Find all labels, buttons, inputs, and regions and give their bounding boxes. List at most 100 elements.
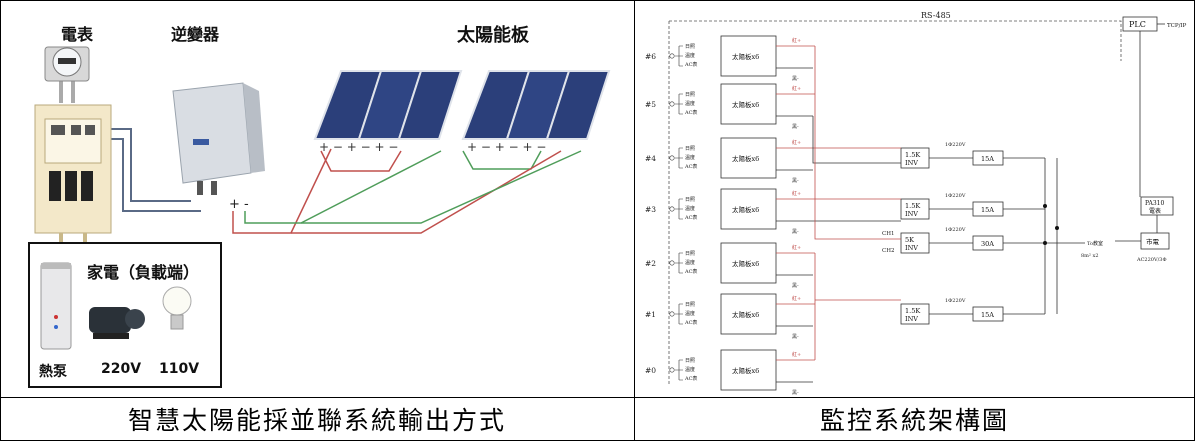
to-classroom-label: To教室 [1087, 240, 1103, 247]
solar-array-left: + − + − + − [313, 70, 463, 154]
positive-label: 紅+ [792, 139, 801, 146]
sensor-label: 溫度 [685, 52, 695, 59]
junction-dot [1055, 226, 1059, 230]
negative-label: 黑- [792, 283, 799, 289]
negative-label: 黑- [792, 76, 799, 82]
sensor-node [669, 311, 675, 317]
sensor-label: AC表 [684, 375, 697, 382]
sensor-bracket [675, 147, 683, 169]
voltage-110-label: 110V [159, 361, 200, 377]
sensor-bracket [675, 303, 683, 325]
solar-panel-box [720, 242, 777, 284]
rs485-bus [668, 20, 1122, 385]
solar-panel-box [720, 293, 777, 335]
solar-array-right: + − + − + − [461, 70, 611, 154]
left-caption: 智慧太陽能採並聯系統輸出方式 [127, 406, 506, 435]
sensor-node [669, 53, 675, 59]
inverter-rating: 1.5K [905, 202, 920, 210]
solar-panel-box [720, 188, 777, 230]
inverter-voltage: 1Φ220V [945, 142, 966, 148]
sensor-bracket [675, 93, 683, 115]
dc-feed-red [815, 147, 901, 301]
bus-red [814, 46, 901, 360]
breaker-rating: 15A [981, 155, 994, 163]
dc-wires [232, 148, 582, 234]
junction-dot [1043, 241, 1047, 245]
illustration-svg: + - + − + − + − + − + − + − [28, 46, 611, 388]
negative-label: 黑- [792, 229, 799, 235]
pa310-sub-label: 電表 [1149, 207, 1161, 215]
tcpip-label: TCP/IP [1167, 23, 1187, 29]
inverter-voltage: 1Φ220V [945, 298, 966, 304]
sensor-bracket [675, 45, 683, 67]
row-id: #3 [645, 205, 656, 214]
sensor-label: 日照 [685, 44, 695, 50]
positive-label: 紅+ [792, 190, 801, 197]
right-caption: 監控系統架構圖 [819, 406, 1009, 435]
solar-panel-label: 太陽板x6 [732, 366, 759, 375]
sensor-label: 溫度 [685, 100, 695, 107]
sensor-label: 日照 [685, 358, 695, 364]
positive-label: 紅+ [792, 244, 801, 251]
sensor-label: AC表 [684, 61, 697, 68]
caption-divider [0, 397, 1195, 398]
voltage-220-label: 220V [101, 361, 142, 377]
sensor-label: 溫度 [685, 259, 695, 266]
positive-label: 紅+ [792, 295, 801, 302]
sensor-node [669, 155, 675, 161]
solar-panel-label: 太陽板x6 [732, 154, 759, 163]
positive-label: 紅+ [792, 37, 801, 44]
row-id: #6 [645, 52, 656, 61]
inverter-rating: 1.5K [905, 151, 920, 159]
sensor-node [669, 260, 675, 266]
inverter-type: INV [905, 315, 918, 323]
sensor-bracket [675, 198, 683, 220]
sensor-node [669, 367, 675, 373]
plc-label: PLC [1129, 20, 1146, 29]
sensor-label: 日照 [685, 251, 695, 257]
breaker-rating: 15A [981, 311, 994, 319]
ch1-label: CH1 [882, 231, 895, 237]
meter-icon [44, 46, 90, 103]
solar-panel-label: 太陽板x6 [732, 310, 759, 319]
row-id: #0 [645, 366, 656, 375]
sensor-label: 溫度 [685, 310, 695, 317]
ch2-label: CH2 [882, 248, 895, 254]
ac-collection [1044, 158, 1085, 314]
sensor-label: 溫度 [685, 154, 695, 161]
inverter-type: INV [905, 159, 918, 167]
solar-system-illustration: + - + − + − + − + − + − + − [1, 1, 634, 397]
svg-text:+ -: + - [229, 197, 249, 212]
inverter-label: 逆變器 [171, 25, 220, 44]
sensor-label: 日照 [685, 302, 695, 308]
sensor-bracket [675, 252, 683, 274]
positive-label: 紅+ [792, 351, 801, 358]
sensor-label: AC表 [684, 214, 697, 221]
heat-pump-label: 熱泵 [39, 364, 67, 380]
utility-label: 市電 [1146, 237, 1160, 246]
inverter-icon: + - [172, 82, 265, 212]
inverter-voltage: 1Φ220V [945, 227, 966, 233]
inverter-rating: 1.5K [905, 307, 920, 315]
negative-label: 黑- [792, 334, 799, 340]
breaker-rating: 15A [981, 206, 994, 214]
inverter-voltage: 1Φ220V [945, 193, 966, 199]
appliance-box-title: 家電（負載端） [87, 263, 200, 282]
solar-panel-label: 太陽板x6 [732, 259, 759, 268]
negative-label: 黑- [792, 390, 799, 396]
sensor-label: AC表 [684, 109, 697, 116]
sensor-label: AC表 [684, 163, 697, 170]
meter-label: 電表 [61, 25, 94, 44]
column-divider [634, 0, 635, 441]
utility-spec-label: AC220V/3Φ [1136, 257, 1167, 263]
pa310-label: PA310 [1145, 200, 1164, 207]
inverter-type: INV [905, 244, 918, 252]
breaker-box-icon [34, 104, 112, 251]
utility-link [1115, 215, 1158, 242]
svg-text:+ − + − + −: + − + − + − [319, 140, 398, 154]
solar-panel-box [720, 349, 777, 391]
sensor-label: 日照 [685, 92, 695, 98]
light-bulb-icon [162, 286, 192, 330]
row-id: #1 [645, 310, 656, 319]
